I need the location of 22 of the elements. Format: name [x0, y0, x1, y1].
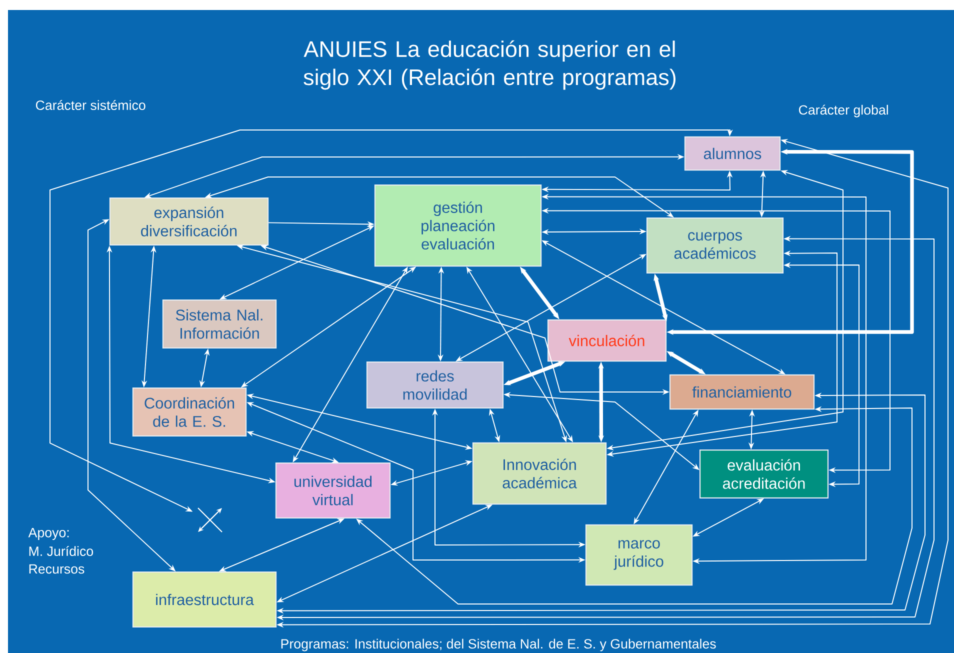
- note-text: M. Jurídico: [29, 546, 94, 556]
- program-box: redes movilidad: [366, 361, 504, 409]
- note-text: Carácter global: [798, 104, 888, 118]
- program-box: financiamiento: [669, 374, 815, 410]
- cross-arrows-icon: [197, 507, 223, 533]
- program-box: alumnos: [684, 136, 781, 171]
- program-box: Sistema Nal. Información: [162, 299, 277, 349]
- program-box: gestión planeación evaluación: [374, 184, 542, 267]
- program-box: Coordinación de la E. S.: [132, 387, 247, 437]
- program-box: cuerpos académicos: [646, 217, 784, 274]
- program-box: infraestructura: [132, 571, 277, 628]
- program-box: evaluación acreditación: [699, 449, 829, 499]
- note-text: Recursos: [29, 564, 84, 574]
- note-text: Programas: Institucionales; del Sistema Nal. de E. S. y Gubernamentales: [281, 638, 716, 652]
- program-box: Innovación académica: [472, 442, 607, 505]
- program-box: marco jurídico: [585, 524, 693, 586]
- note-text: Apoyo:: [28, 528, 69, 540]
- program-box: universidad virtual: [275, 462, 391, 519]
- program-box: expansión diversificación: [109, 197, 269, 246]
- note-text: Carácter sistémico: [36, 100, 146, 110]
- title: ANUIES La educación superior en el siglo XXI (Relación entre programas): [304, 40, 676, 90]
- program-box: vinculación: [547, 319, 667, 362]
